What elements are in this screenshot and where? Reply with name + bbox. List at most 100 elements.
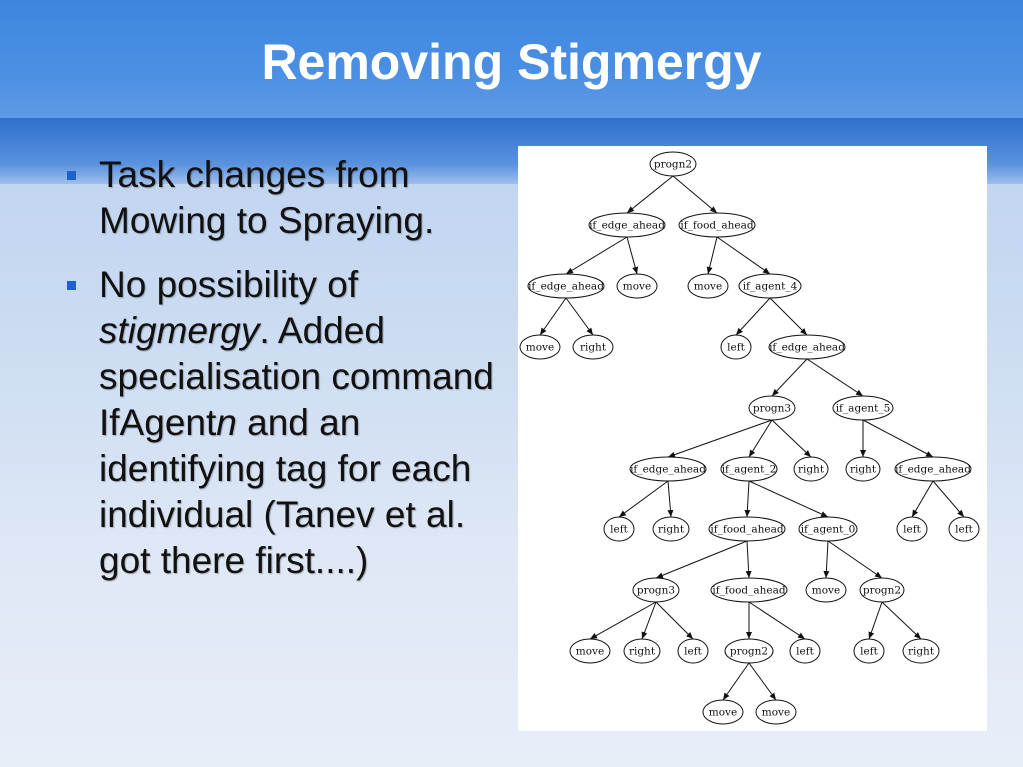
tree-node-label: right xyxy=(908,646,935,658)
tree-node: if_edge_ahead xyxy=(588,212,666,238)
bullet-marker-icon xyxy=(67,171,76,180)
bullet-item-2: No possibility of stigmergy. Added speci… xyxy=(62,262,512,584)
tree-node-ellipse xyxy=(702,699,744,725)
tree-edge xyxy=(748,662,777,701)
tree-edge xyxy=(911,480,934,518)
tree-edge xyxy=(745,540,752,579)
tree-node: right xyxy=(572,334,614,360)
bullet-list: Task changes from Mowing to Spraying. No… xyxy=(62,152,512,602)
tree-node-label: progn2 xyxy=(863,585,901,597)
tree-node-label: left xyxy=(684,646,702,658)
tree-node-label: right xyxy=(580,342,607,354)
tree-edge xyxy=(769,297,808,336)
tree-node: right xyxy=(793,456,829,482)
tree-node: left xyxy=(896,516,928,542)
tree-edge xyxy=(881,601,922,640)
tree-node: if_agent_2 xyxy=(720,456,778,482)
tree-node-label: left xyxy=(610,524,628,536)
tree-node: if_food_ahead xyxy=(708,516,786,542)
tree-node-ellipse xyxy=(896,516,928,542)
tree-node: left xyxy=(789,638,821,664)
tree-node-ellipse xyxy=(902,638,940,664)
tree-edge xyxy=(565,297,594,336)
tree-node: move xyxy=(805,577,847,603)
slide-title: Removing Stigmergy xyxy=(261,34,762,90)
tree-node: progn3 xyxy=(748,395,796,421)
tree-node-ellipse xyxy=(724,638,774,664)
tree-node-label: progn2 xyxy=(654,159,692,171)
tree-node: if_agent_4 xyxy=(738,273,802,299)
bullet-text-2c: . Added specialisation command IfAgent xyxy=(99,310,494,443)
tree-node: move xyxy=(569,638,611,664)
tree-node-label: right xyxy=(798,464,825,476)
tree-node-label: if_agent_0 xyxy=(801,524,856,536)
tree-node-label: left xyxy=(860,646,878,658)
tree-node-ellipse xyxy=(708,516,786,542)
tree-node: left xyxy=(720,334,752,360)
tree-node: progn2 xyxy=(859,577,905,603)
tree-node-ellipse xyxy=(948,516,980,542)
tree-node: if_food_ahead xyxy=(710,577,788,603)
tree-node-ellipse xyxy=(845,456,881,482)
tree-node-ellipse xyxy=(649,151,697,177)
bullet-marker-icon xyxy=(67,281,76,290)
tree-node-label: if_agent_2 xyxy=(722,464,777,476)
tree-node: if_edge_ahead xyxy=(894,456,972,482)
tree-node-ellipse xyxy=(687,273,729,299)
tree-edge xyxy=(771,358,808,397)
tree-node-ellipse xyxy=(588,212,666,238)
tree-node-label: if_edge_ahead xyxy=(528,281,604,293)
tree-node: left xyxy=(948,516,980,542)
tree-edge xyxy=(706,236,718,275)
tree-node-label: left xyxy=(955,524,973,536)
tree-edge xyxy=(748,419,773,458)
tree-node: left xyxy=(853,638,885,664)
bullet-text-2a: No possibility of xyxy=(99,264,359,305)
tree-node-ellipse xyxy=(853,638,885,664)
tree-edge xyxy=(618,480,669,518)
tree-node: move xyxy=(755,699,797,725)
tree-node: if_edge_ahead xyxy=(527,273,605,299)
tree-node-label: if_edge_ahead xyxy=(589,220,665,232)
tree-node: left xyxy=(603,516,635,542)
bullet-text-2b: stigmergy xyxy=(99,310,260,351)
tree-edge xyxy=(862,419,934,458)
tree-node-label: progn3 xyxy=(753,403,791,415)
tree-node: progn2 xyxy=(649,151,697,177)
tree-edge xyxy=(641,601,657,640)
tree-edge xyxy=(827,540,883,579)
tree-node-ellipse xyxy=(632,577,680,603)
bullet-text-1: Task changes from Mowing to Spraying. xyxy=(99,154,435,241)
tree-node: if_food_ahead xyxy=(678,212,756,238)
tree-node-ellipse xyxy=(798,516,858,542)
tree-edge xyxy=(868,601,883,640)
tree-node-label: if_edge_ahead xyxy=(630,464,706,476)
tree-edge xyxy=(771,419,812,458)
tree-node: if_edge_ahead xyxy=(768,334,846,360)
tree-node-ellipse xyxy=(652,516,690,542)
tree-node-ellipse xyxy=(720,334,752,360)
program-tree-svg: progn2 if_edge_ahead if_food_ahead if_edge_… xyxy=(519,151,980,725)
tree-node-label: move xyxy=(812,585,840,597)
tree-edge xyxy=(932,480,965,518)
tree-node: if_agent_5 xyxy=(832,395,894,421)
tree-edge xyxy=(539,297,567,336)
tree-node-ellipse xyxy=(859,577,905,603)
tree-edge xyxy=(626,175,674,214)
tree-node-ellipse xyxy=(623,638,661,664)
tree-edge xyxy=(735,297,771,336)
tree-node-label: progn2 xyxy=(730,646,768,658)
tree-node: move xyxy=(687,273,729,299)
tree-node-label: move xyxy=(762,707,790,719)
tree-edge xyxy=(589,601,657,640)
tree-edge xyxy=(722,662,750,701)
tree-node: progn2 xyxy=(724,638,774,664)
title-bar xyxy=(0,0,1023,119)
tree-node-label: if_edge_ahead xyxy=(769,342,845,354)
tree-node-ellipse xyxy=(629,456,707,482)
tree-node-ellipse xyxy=(572,334,614,360)
bullet-text-2e: and an identifying tag for each individu… xyxy=(99,402,472,581)
tree-node: move xyxy=(519,334,561,360)
tree-node-label: right xyxy=(629,646,656,658)
tree-edge xyxy=(716,236,771,275)
